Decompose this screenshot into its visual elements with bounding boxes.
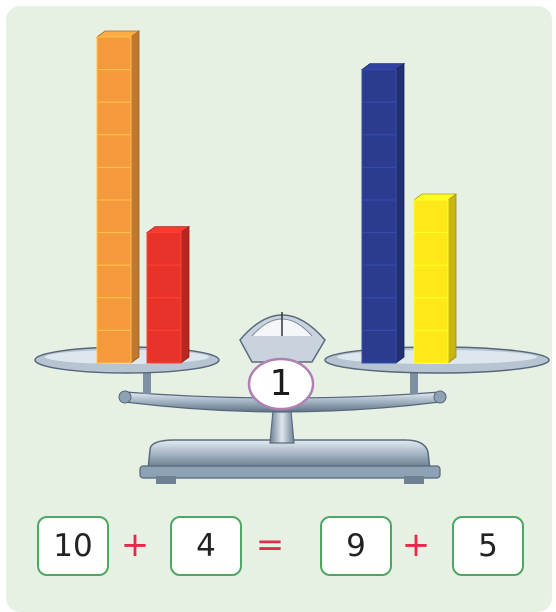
scale-dial bbox=[240, 312, 325, 362]
cube bbox=[414, 200, 448, 233]
cube bbox=[362, 70, 396, 103]
cube bbox=[97, 102, 131, 135]
scale-base bbox=[140, 440, 440, 484]
cube-tower-red bbox=[147, 227, 189, 363]
cube bbox=[147, 298, 181, 331]
cube bbox=[97, 135, 131, 168]
cube bbox=[97, 37, 131, 70]
cube bbox=[414, 265, 448, 298]
cube bbox=[147, 330, 181, 363]
plus-sign-1: + bbox=[115, 525, 155, 565]
cube bbox=[362, 233, 396, 266]
cube-tower-orange bbox=[97, 31, 139, 363]
cube bbox=[97, 167, 131, 200]
cube bbox=[97, 200, 131, 233]
cube bbox=[362, 167, 396, 200]
indicator-value: 1 bbox=[255, 361, 307, 407]
cube-tower-blue bbox=[362, 64, 404, 363]
cube bbox=[362, 298, 396, 331]
cube bbox=[362, 200, 396, 233]
cube bbox=[414, 233, 448, 266]
cube bbox=[414, 330, 448, 363]
cube bbox=[362, 330, 396, 363]
cube bbox=[147, 233, 181, 266]
answer-box-2[interactable]: 4 bbox=[170, 516, 242, 576]
cube bbox=[97, 298, 131, 331]
cube bbox=[362, 265, 396, 298]
cube bbox=[414, 298, 448, 331]
cube bbox=[97, 330, 131, 363]
cube bbox=[97, 265, 131, 298]
answer-box-3[interactable]: 9 bbox=[320, 516, 392, 576]
cube bbox=[147, 265, 181, 298]
cube bbox=[97, 233, 131, 266]
cube-tower-yellow bbox=[414, 194, 456, 363]
equals-sign: = bbox=[250, 525, 290, 565]
answer-box-1[interactable]: 10 bbox=[37, 516, 109, 576]
cube bbox=[362, 135, 396, 168]
answer-box-4[interactable]: 5 bbox=[452, 516, 524, 576]
cube bbox=[97, 70, 131, 103]
cube bbox=[362, 102, 396, 135]
plus-sign-2: + bbox=[396, 525, 436, 565]
